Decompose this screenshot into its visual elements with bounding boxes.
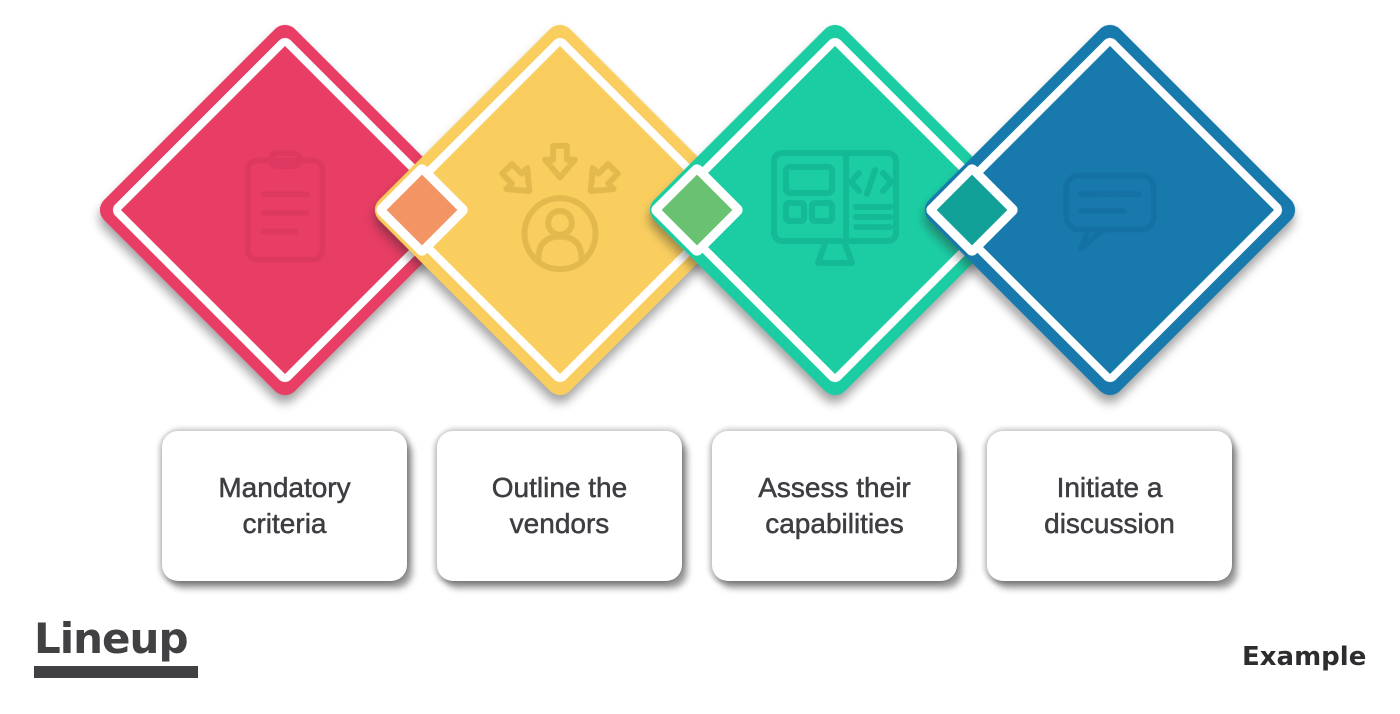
step-label: Initiate a discussion xyxy=(1044,470,1175,542)
converging-arrows-user-icon xyxy=(480,130,640,290)
checklist-icon xyxy=(205,130,365,290)
brand-logo-underline xyxy=(34,666,198,678)
chat-bubble-icon xyxy=(1030,130,1190,290)
step-label-line1: Mandatory xyxy=(218,472,351,504)
step-card-1: Mandatory criteria xyxy=(162,431,407,581)
step-label-line1: Initiate a xyxy=(1056,472,1163,504)
diamond-step-2 xyxy=(369,19,751,401)
step-card-4: Initiate a discussion xyxy=(987,431,1232,581)
brand-logo-text: Lineup xyxy=(34,614,189,663)
brand-logo: Lineup xyxy=(34,616,198,678)
step-label: Outline the vendors xyxy=(491,470,628,542)
watermark-text: Example xyxy=(1242,642,1367,672)
diamond-step-4 xyxy=(919,19,1301,401)
step-label: Mandatory criteria xyxy=(218,470,351,542)
step-card-3: Assess their capabilities xyxy=(712,431,957,581)
step-label-line2: discussion xyxy=(1044,508,1175,540)
step-label: Assess their capabilities xyxy=(758,470,911,542)
step-label-line2: capabilities xyxy=(765,508,904,540)
diamond-step-3 xyxy=(644,19,1026,401)
step-label-line2: vendors xyxy=(509,508,610,540)
step-label-line1: Outline the xyxy=(491,472,628,504)
step-card-2: Outline the vendors xyxy=(437,431,682,581)
step-label-line2: criteria xyxy=(242,508,327,540)
diamond-step-1 xyxy=(94,19,476,401)
step-label-line1: Assess their xyxy=(758,472,911,504)
monitor-code-icon xyxy=(755,130,915,290)
